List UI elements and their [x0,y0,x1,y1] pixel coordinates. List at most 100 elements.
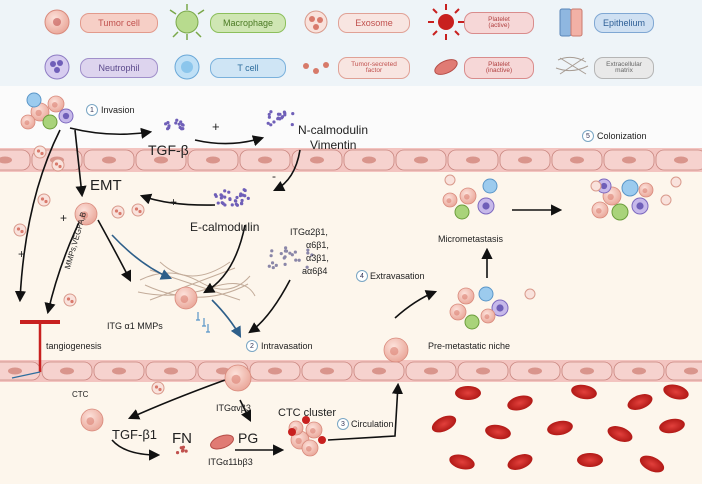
plus-sign-left: + [60,211,68,225]
proteoglycan-label: PG [238,430,259,446]
red-blood-cell [663,384,689,400]
factor-dot [180,449,185,453]
wall-cell-nucleus [570,156,584,164]
factor-dot [288,251,292,255]
itgavb3-label: ITGαvβ3 [216,403,251,413]
tumor-cell-nucleus [462,294,468,300]
cell-illustrations [13,92,682,457]
exosome-vesicle [66,297,71,301]
legend-label-text: Macrophage [222,17,274,28]
factor-dot [272,120,276,124]
exosome [590,180,602,192]
integrin-receptor [206,324,210,333]
exosome-vesicle [40,197,45,201]
red-blood-cells [431,384,689,473]
wall-cell-nucleus [372,367,386,375]
exosome [670,176,682,188]
red-blood-cell [485,424,511,440]
wall-cell-nucleus [112,367,126,375]
wall-cell-nucleus [60,367,74,375]
exosome [444,174,456,186]
factor-dot [230,203,234,207]
legend-label-text: Platelet [488,60,510,68]
exosome-vesicle [16,227,21,231]
neutrophil-nucleus [496,304,504,312]
integrin-receptor [196,312,200,321]
exosome-vesicle [40,151,44,156]
factor-dot [294,258,298,262]
legend-label-8: Platelet(inactive) [464,57,534,79]
exosome [131,203,145,217]
factor-dot [216,201,220,205]
itg-mmps-label: ITG α1 MMPs [107,321,163,331]
exosome [37,193,51,207]
step-4-badge: 4 [356,270,368,282]
legend-icons [44,4,589,80]
factor-dot [175,118,179,122]
exosome-legend-icon [304,10,328,34]
macrophage-legend-icon [169,4,205,40]
factor-dot [279,252,283,256]
blue-arrow-to-ecm [111,234,173,280]
factor-dot [305,265,309,269]
tumor-cell-nucleus [464,194,470,200]
tumor-cell-nucleus [642,188,648,194]
wall-cell-nucleus [362,156,376,164]
legend-label-text: Exosome [355,17,393,28]
pre-metastatic-niche-label: Pre-metastatic niche [428,341,511,351]
factor-dot [223,195,227,199]
factor-dot [240,202,244,206]
legend-label-6: T cell [210,58,286,78]
factor-dot [269,254,273,258]
legend-label-text: Extracellular [606,60,642,68]
t-cell [482,178,498,194]
exosome [63,293,77,307]
tgf-beta-label: TGF-β [148,142,189,158]
extracellular-matrix-legend-icon [555,56,589,75]
neutrophil-nucleus [482,202,490,210]
legend-label-1: Macrophage [210,13,286,33]
factor-dot [228,197,232,201]
red-blood-cell [607,426,633,442]
factor-dot [240,198,244,203]
wall-cell-nucleus [684,367,698,375]
factor-dot [239,192,243,196]
tumor-cell-nucleus [52,102,58,108]
tumor-cell-nucleus [24,120,30,126]
legend-label-text: factor [365,67,383,74]
tumor-secreted-factor-legend-icon [303,62,329,74]
red-blood-cell [547,420,573,436]
factor-dot [267,112,271,117]
wall-cell-nucleus [632,367,646,375]
exosome-vesicle [44,199,48,204]
platelet-active-legend-icon [428,4,464,40]
blood-vessel-lumen [0,382,702,484]
factor-dot [269,123,273,127]
legend-label-0: Tumor cell [80,13,158,33]
wall-cell-nucleus [622,156,636,164]
tumor-cell-legend-icon [44,9,70,35]
wall-cell-nucleus [8,367,22,375]
integrin-label-4: aα6β4 [302,266,328,276]
tumor-cell-nucleus [295,437,302,445]
factor-dot [178,125,182,130]
plus-sign-top: + [212,119,220,134]
factor-dot [166,127,170,131]
tumor-cell-nucleus [180,295,189,303]
factor-dot [293,250,297,254]
exosome-vesicle [20,229,24,234]
active-platelet [288,428,296,436]
factor-dot [234,202,238,206]
minus-sign: - [272,169,276,183]
micrometastasis-label: Micrometastasis [438,234,504,244]
step-4-label: Extravasation [370,271,425,281]
factor-dot [223,189,227,193]
platelet-inactive-legend-icon [434,59,458,75]
legend-label-text: Tumor-secreted [351,60,397,68]
factor-dot [283,255,287,259]
factor-dot [267,264,271,268]
angiogenesis-label: tangiogenesis [46,341,102,351]
ctc-label: CTC [72,390,89,399]
red-blood-cell [577,453,603,467]
